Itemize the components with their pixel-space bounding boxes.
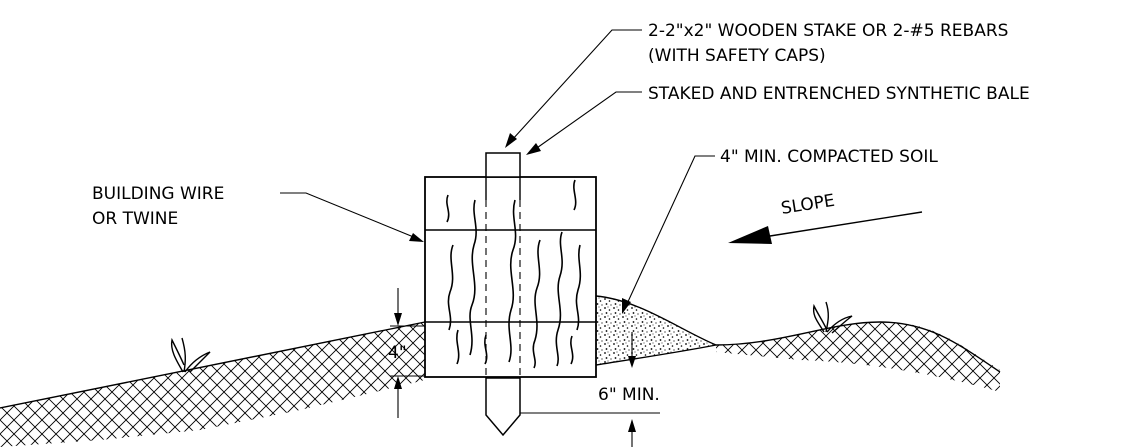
- callout-wire: BUILDING WIRE OR TWINE: [92, 184, 424, 242]
- callout-wire-line1: BUILDING WIRE: [92, 184, 224, 204]
- slope-indicator: SLOPE: [728, 191, 923, 244]
- callout-wire-line2: OR TWINE: [92, 209, 178, 229]
- compacted-soil-wedge: [595, 295, 717, 366]
- dimension-6in: 6" MIN.: [520, 332, 660, 447]
- grass-tuft-icon: [170, 337, 211, 373]
- wooden-stake: [485, 152, 521, 437]
- callout-stake-line2: (WITH SAFETY CAPS): [648, 46, 826, 66]
- callout-bale: STAKED AND ENTRENCHED SYNTHETIC BALE: [526, 84, 1030, 155]
- slope-label: SLOPE: [780, 191, 836, 219]
- dimension-4in: 4": [388, 288, 425, 418]
- callout-soil-label: 4" MIN. COMPACTED SOIL: [720, 147, 938, 167]
- right-ground-section: [715, 321, 1001, 392]
- callout-stake-line1: 2-2"x2" WOODEN STAKE OR 2-#5 REBARS: [648, 21, 1008, 41]
- left-ground-section: [0, 321, 426, 447]
- callout-soil: 4" MIN. COMPACTED SOIL: [622, 147, 938, 314]
- callout-bale-label: STAKED AND ENTRENCHED SYNTHETIC BALE: [648, 84, 1030, 104]
- slope-arrow-icon: [728, 211, 923, 244]
- dimension-6in-label: 6" MIN.: [598, 385, 660, 405]
- grass-tuft-icon: [812, 301, 853, 334]
- callout-stake: 2-2"x2" WOODEN STAKE OR 2-#5 REBARS (WIT…: [505, 21, 1008, 148]
- dimension-4in-label: 4": [388, 343, 407, 363]
- synthetic-bale: [424, 176, 597, 378]
